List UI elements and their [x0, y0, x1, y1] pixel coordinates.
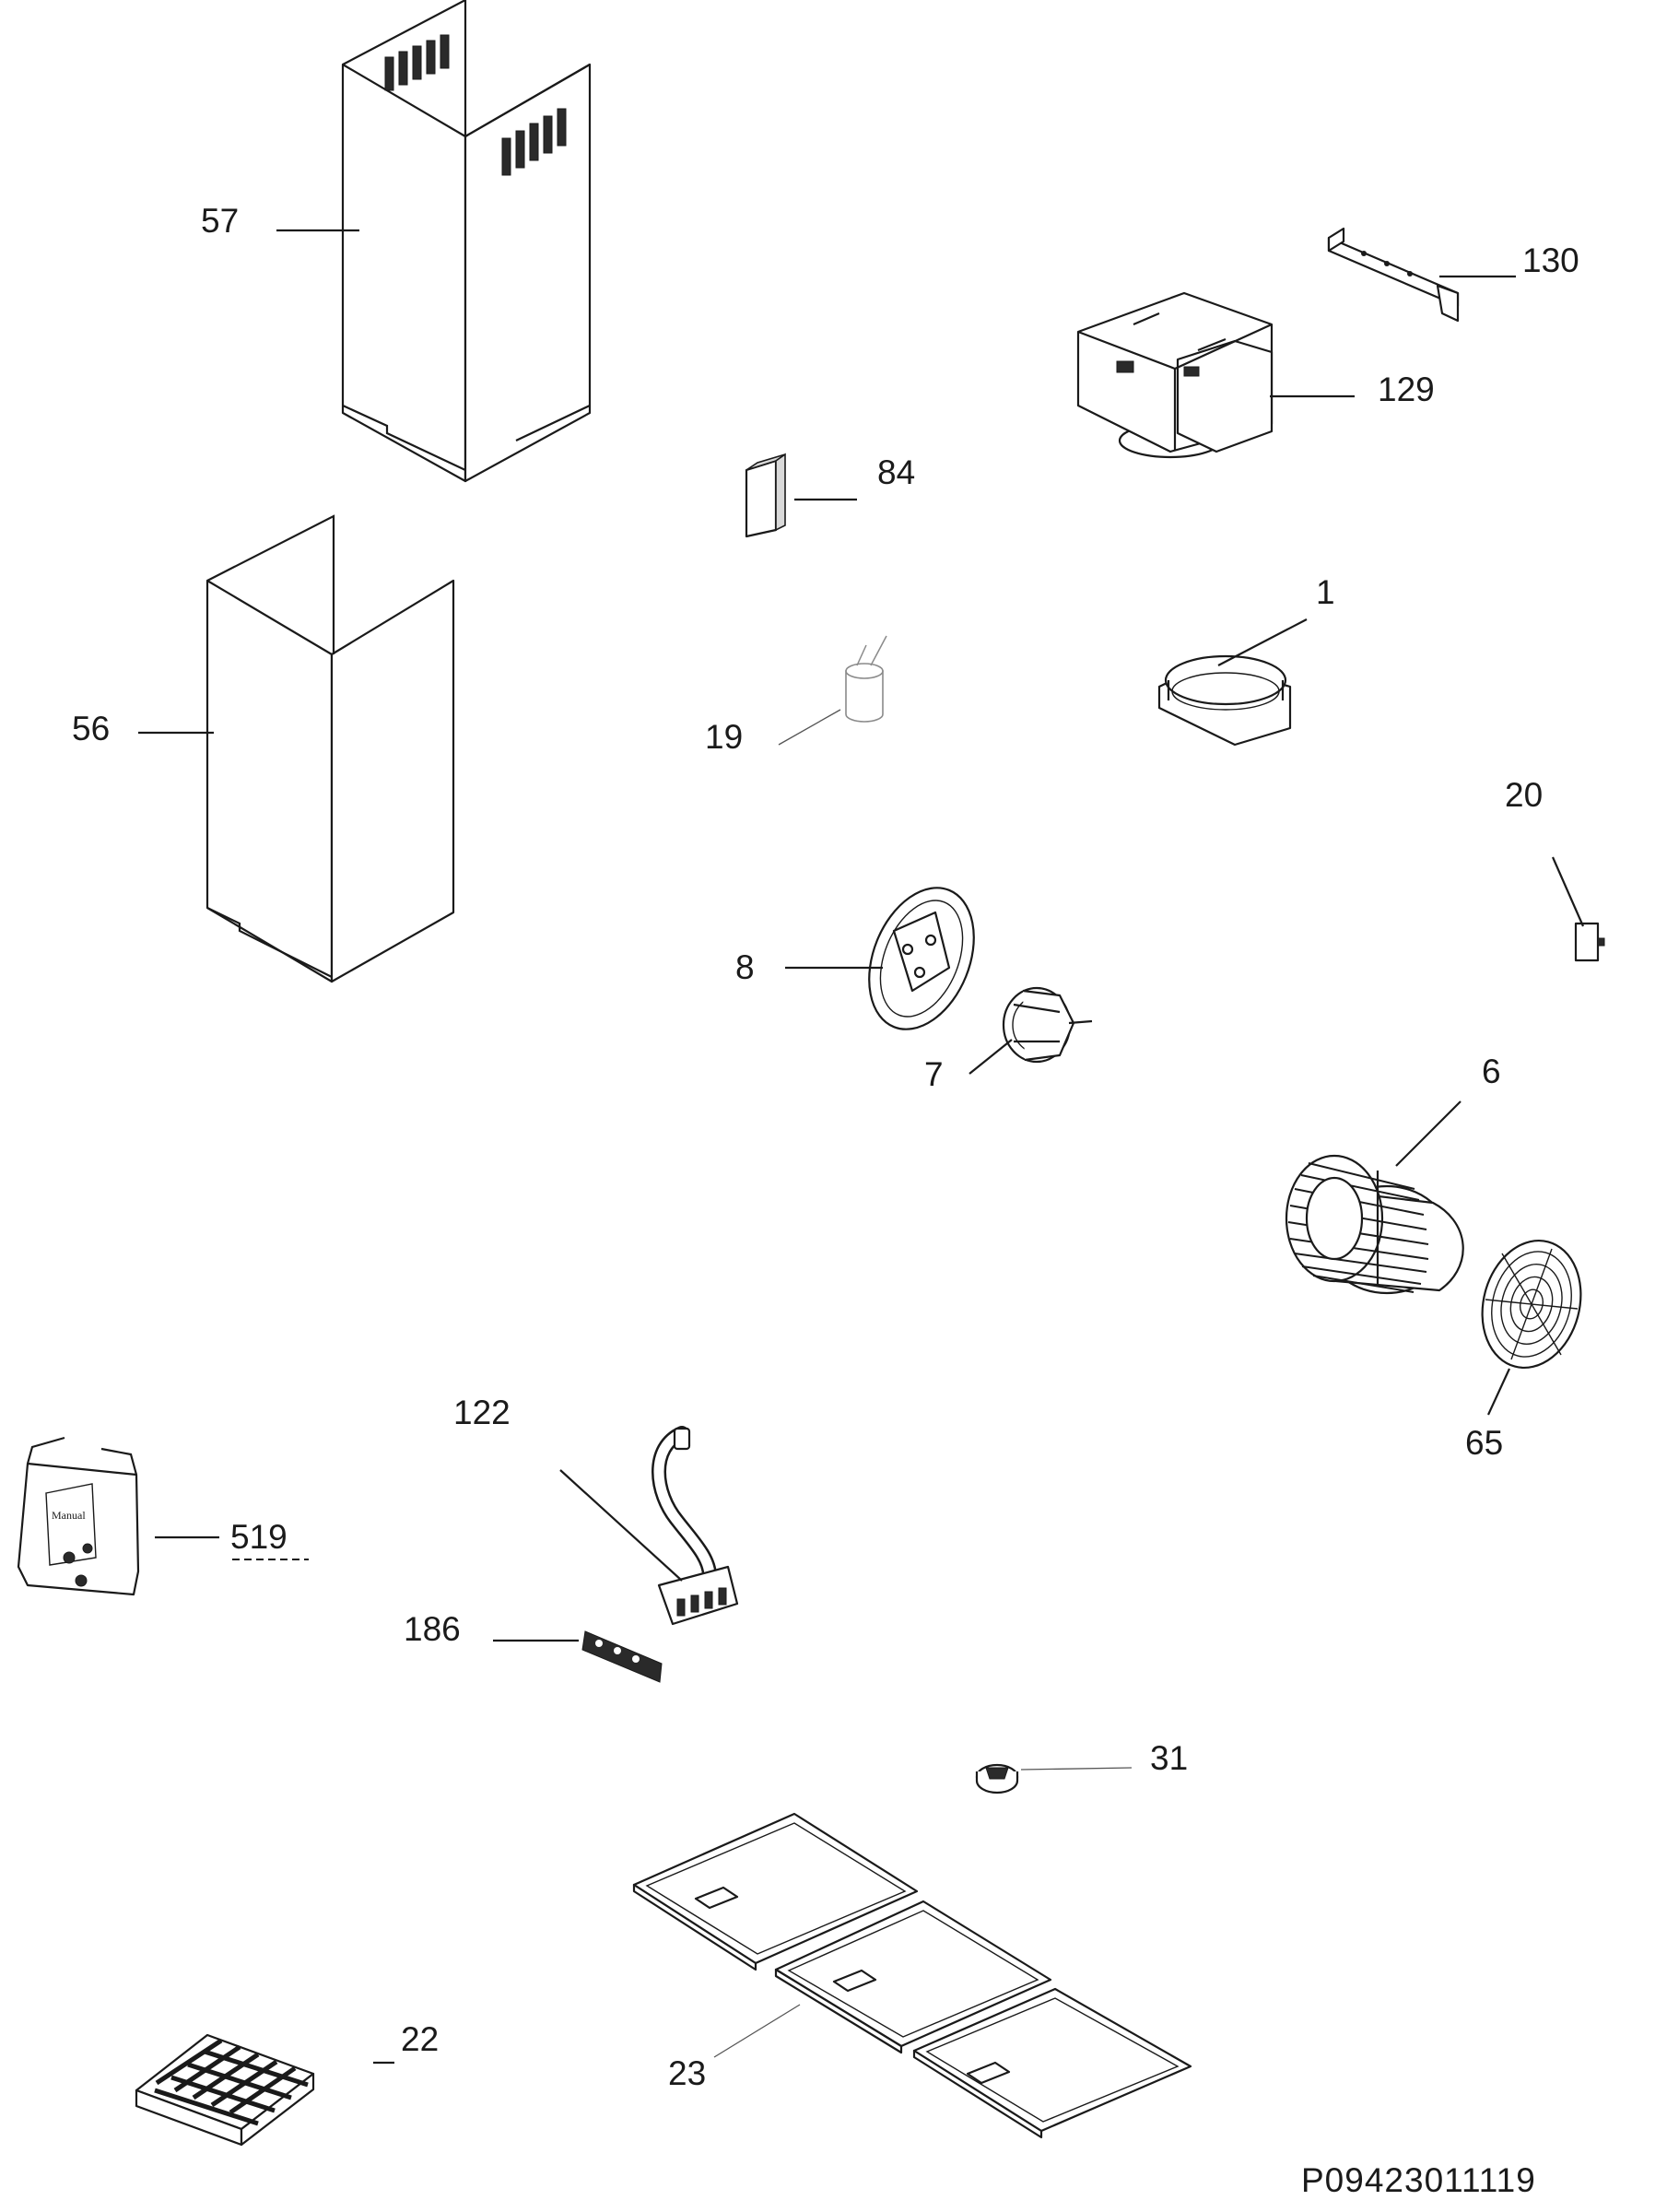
part-130-mounting-bracket[interactable]	[1327, 227, 1516, 323]
label-84: 84	[877, 453, 915, 491]
part-65-wheel-grille[interactable]	[1469, 1230, 1595, 1416]
label-122: 122	[453, 1394, 511, 1431]
part-7-motor[interactable]	[969, 986, 1093, 1075]
part-19-capacitor[interactable]	[778, 635, 887, 746]
label-23: 23	[668, 2054, 706, 2092]
grease-filter-3	[912, 1987, 1192, 2139]
label-31: 31	[1150, 1739, 1188, 1777]
label-1: 1	[1316, 573, 1335, 611]
label-6: 6	[1482, 1053, 1501, 1090]
part-84-switch[interactable]	[745, 453, 857, 538]
label-129: 129	[1378, 371, 1435, 408]
document-code: P09423011119	[1301, 2161, 1536, 2199]
label-20: 20	[1505, 776, 1543, 814]
label-8: 8	[735, 948, 755, 986]
label-65: 65	[1465, 1424, 1503, 1462]
part-56-lower-chimney[interactable]	[138, 514, 455, 983]
vent-slots-right	[501, 108, 567, 176]
bag-manual-text: Manual	[52, 1509, 86, 1522]
label-130: 130	[1522, 241, 1579, 279]
label-186: 186	[404, 1610, 461, 1648]
part-23-grease-filters[interactable]	[632, 1812, 1192, 2139]
label-519: 519	[230, 1518, 288, 1556]
part-129-blower-housing[interactable]	[1076, 291, 1355, 459]
part-186-led-strip[interactable]	[493, 1630, 663, 1683]
filter-grid	[154, 2038, 309, 2126]
grease-filter-1	[632, 1812, 919, 1971]
part-8-motor-plate[interactable]	[785, 872, 993, 1044]
part-6-blower-wheel[interactable]	[1285, 1100, 1464, 1295]
vent-slots-left	[384, 34, 450, 91]
label-22: 22	[401, 2020, 439, 2058]
part-20-clip[interactable]	[1551, 856, 1605, 962]
part-1-flange-ring[interactable]	[1157, 618, 1308, 747]
part-519-accessory-bag[interactable]: Manual	[17, 1436, 309, 1596]
label-57: 57	[201, 202, 239, 240]
label-56: 56	[72, 710, 110, 747]
part-122-wiring-harness[interactable]	[559, 1426, 739, 1626]
grease-filter-2	[774, 1900, 1052, 2054]
connector-pins	[676, 1587, 727, 1617]
label-7: 7	[924, 1055, 944, 1093]
part-31-lamp[interactable]	[975, 1763, 1133, 1794]
label-19: 19	[705, 718, 743, 756]
part-22-carbon-filter[interactable]	[135, 2033, 394, 2147]
part-57-upper-chimney[interactable]	[276, 0, 592, 483]
